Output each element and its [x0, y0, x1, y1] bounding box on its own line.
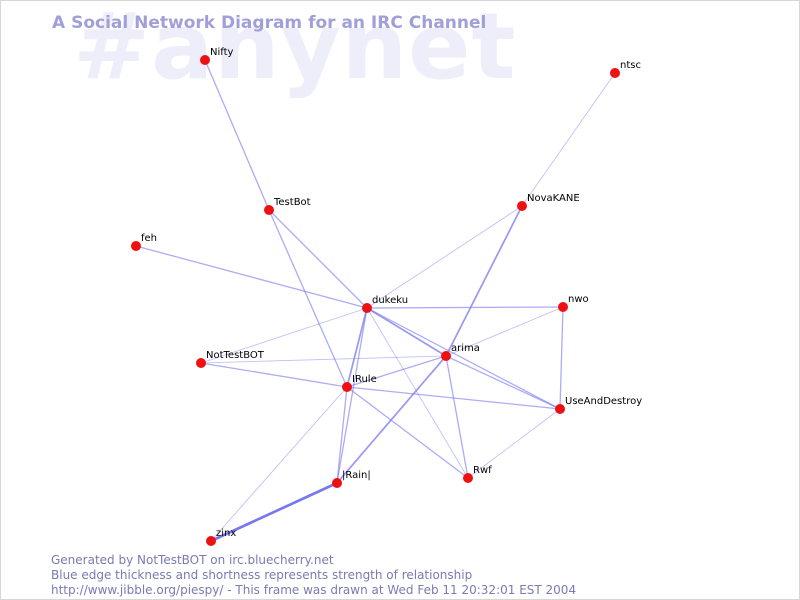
node-Nifty: Nifty	[200, 47, 234, 65]
edge-dukeku-nwo	[366, 306, 564, 309]
footer: Generated by NotTestBOT on irc.bluecherr…	[51, 553, 576, 598]
node-label: arima	[451, 343, 480, 354]
node-dot	[517, 201, 527, 211]
edge-dukeku-UseAndDestroy	[366, 307, 561, 410]
footer-generated-by: Generated by NotTestBOT on irc.bluecherr…	[51, 553, 334, 567]
node-dot	[332, 478, 342, 488]
node-dot	[196, 358, 206, 368]
edge-dukeku-NotTestBOT	[200, 307, 368, 364]
node-dot	[362, 303, 372, 313]
edge-dukeku-IRainl	[336, 307, 368, 484]
edge-dukeku-Rwf	[366, 307, 469, 479]
node-label: IRule	[352, 374, 377, 385]
edge-dukeku-IRule	[346, 307, 368, 388]
node-arima: arima	[441, 343, 480, 361]
node-ntsc: ntsc	[610, 60, 641, 78]
edge-NovaKANE-arima	[445, 205, 523, 357]
node-nwo: nwo	[558, 294, 589, 312]
edge-arima-IRule	[346, 355, 447, 388]
node-label: nwo	[568, 294, 589, 305]
footer-legend-note: Blue edge thickness and shortness repres…	[51, 568, 473, 582]
edge-ntsc-NovaKANE	[521, 72, 616, 207]
edge-arima-Rwf	[445, 355, 469, 479]
node-label: UseAndDestroy	[565, 396, 642, 407]
node-dot	[463, 473, 473, 483]
edge-nwo-arima	[445, 306, 564, 357]
node-label: Rwf	[473, 465, 492, 476]
edge-TestBot-dukeku	[268, 209, 368, 309]
node-label: dukeku	[372, 295, 408, 306]
edge-IRule-zinx	[210, 386, 348, 542]
node-UseAndDestroy: UseAndDestroy	[555, 396, 642, 414]
node-label: zinx	[216, 528, 236, 539]
edge-NovaKANE-dukeku	[366, 205, 523, 309]
edge-dukeku-arima	[366, 307, 447, 357]
edge-IRule-UseAndDestroy	[346, 386, 561, 410]
node-dot	[206, 536, 216, 546]
edge-arima-IRainl	[336, 355, 447, 484]
edge-IRainl-zinx	[209, 481, 339, 543]
edge-Nifty-TestBot	[204, 59, 270, 211]
edge-IRule-Rwf	[346, 386, 469, 479]
node-dot	[131, 241, 141, 251]
node-IRule: IRule	[342, 374, 377, 392]
node-label: feh	[141, 233, 157, 244]
edge-arima-UseAndDestroy	[445, 355, 561, 410]
node-zinx: zinx	[206, 528, 236, 546]
node-label: NovaKANE	[527, 193, 580, 204]
edge-TestBot-IRule	[268, 209, 348, 388]
node-TestBot: TestBot	[264, 197, 311, 215]
edge-UseAndDestroy-Rwf	[467, 408, 561, 479]
node-Rwf: Rwf	[463, 465, 492, 483]
node-IRainl: |Rain|	[332, 470, 371, 488]
footer-url-timestamp: http://www.jibble.org/piespy/ - This fra…	[51, 583, 577, 597]
node-dot	[200, 55, 210, 65]
edge-NotTestBOT-IRule	[200, 362, 348, 388]
node-label: ntsc	[620, 60, 641, 71]
node-label: NotTestBOT	[206, 350, 265, 361]
node-dukeku: dukeku	[362, 295, 408, 313]
node-dot	[610, 68, 620, 78]
channel-watermark: #anynet	[73, 0, 517, 100]
node-dot	[342, 382, 352, 392]
node-label: |Rain|	[342, 470, 371, 481]
edge-NotTestBOT-arima	[200, 355, 447, 364]
edge-layer	[135, 59, 616, 543]
node-feh: feh	[131, 233, 157, 251]
edge-nwo-UseAndDestroy	[559, 306, 564, 410]
node-dot	[558, 302, 568, 312]
node-NovaKANE: NovaKANE	[517, 193, 580, 211]
node-label: TestBot	[273, 197, 311, 208]
node-NotTestBOT: NotTestBOT	[196, 350, 265, 368]
edge-feh-dukeku	[135, 245, 368, 309]
node-dot	[264, 205, 274, 215]
node-dot	[555, 404, 565, 414]
node-dot	[441, 351, 451, 361]
diagram-title: A Social Network Diagram for an IRC Chan…	[52, 13, 487, 33]
node-label: Nifty	[210, 47, 234, 58]
edge-IRule-IRainl	[336, 386, 348, 484]
